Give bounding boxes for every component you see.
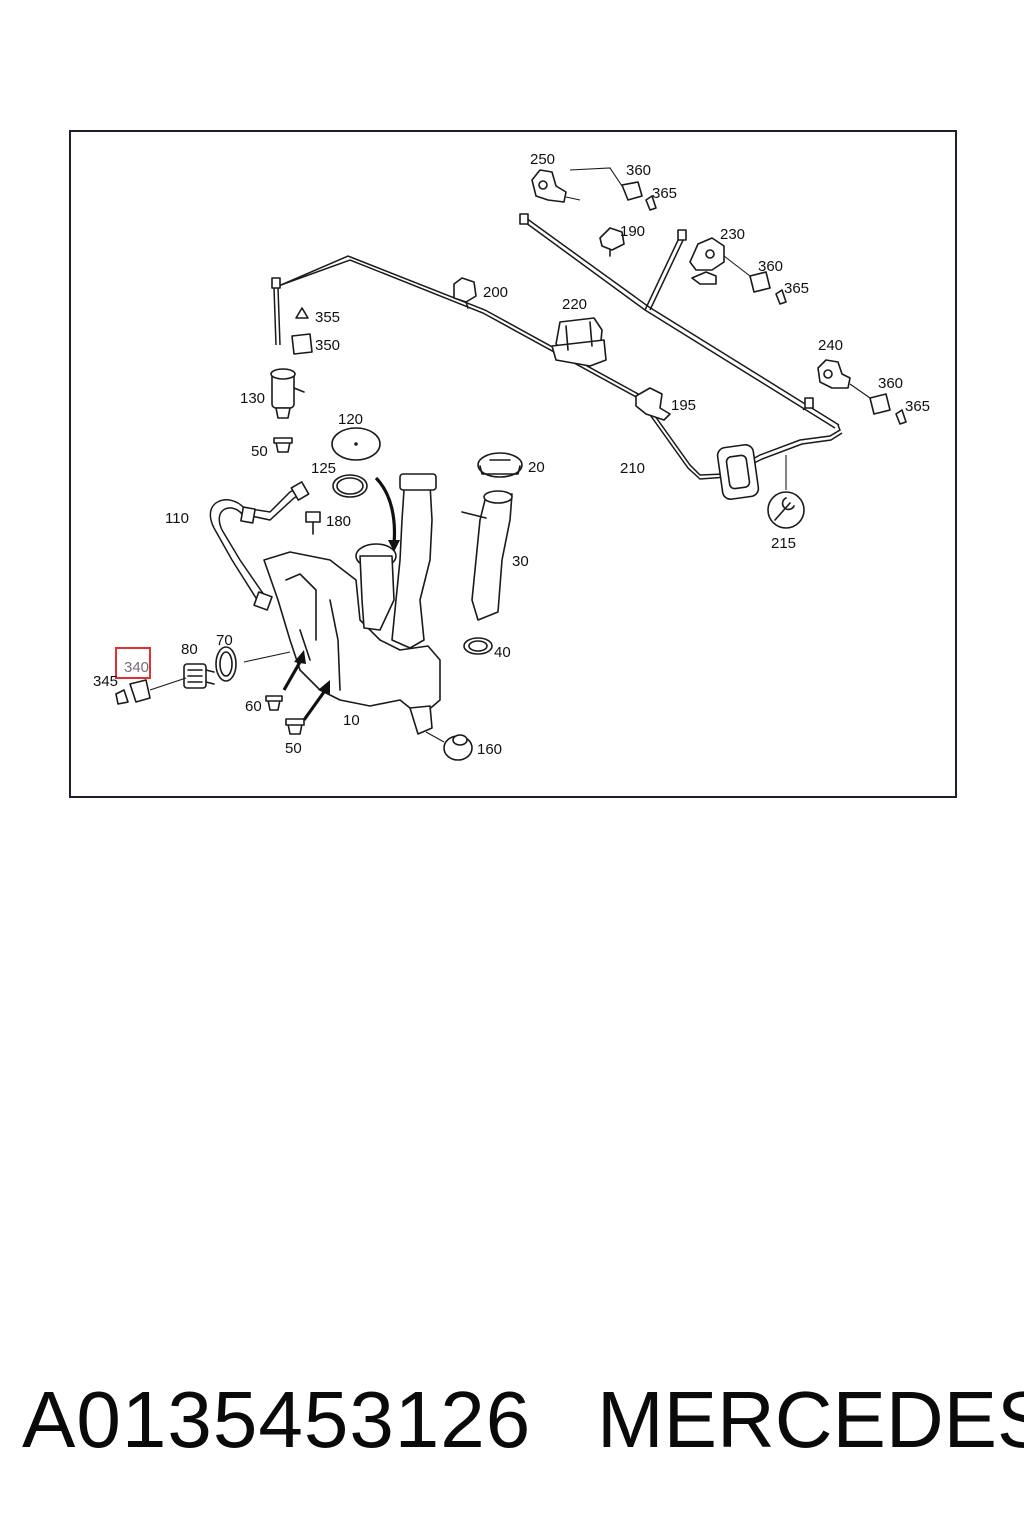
label-120: 120 xyxy=(338,411,363,428)
parts-diagram: 250 360 365 190 230 360 365 200 220 355 … xyxy=(93,151,930,761)
label-10: 10 xyxy=(343,712,360,729)
label-230: 230 xyxy=(720,226,745,243)
label-190: 190 xyxy=(620,223,645,240)
label-220: 220 xyxy=(562,296,587,313)
plug-50-lower xyxy=(285,718,305,735)
label-340: 340 xyxy=(124,659,149,676)
label-20: 20 xyxy=(528,459,545,476)
label-215: 215 xyxy=(771,535,796,552)
hose-110 xyxy=(209,481,310,611)
clip-190 xyxy=(599,227,625,257)
check-valve-355-350 xyxy=(291,307,313,355)
check-valve-360-a xyxy=(621,181,657,211)
seal-ring-125 xyxy=(332,474,368,498)
label-50: 50 xyxy=(251,443,268,460)
label-125: 125 xyxy=(311,460,336,477)
caption: A0135453126 MERCEDES xyxy=(0,1370,1024,1470)
nozzle-240 xyxy=(817,359,871,399)
nozzle-230 xyxy=(689,237,751,285)
label-355: 355 xyxy=(315,309,340,326)
label-60: 60 xyxy=(245,698,262,715)
brand-name: MERCEDES xyxy=(597,1375,1024,1464)
label-360: 360 xyxy=(626,162,651,179)
tool-symbol-215 xyxy=(767,455,805,529)
label-365: 365 xyxy=(905,398,930,415)
label-240: 240 xyxy=(818,337,843,354)
mount-160 xyxy=(425,731,473,761)
plug-60 xyxy=(265,695,283,711)
plug-50-upper xyxy=(273,437,293,453)
label-365: 365 xyxy=(652,185,677,202)
clip-200 xyxy=(453,277,477,309)
label-200: 200 xyxy=(483,284,508,301)
label-80: 80 xyxy=(181,641,198,658)
level-sensor-80 xyxy=(183,663,215,689)
label-160: 160 xyxy=(477,741,502,758)
label-350: 350 xyxy=(315,337,340,354)
label-110: 110 xyxy=(165,510,189,527)
label-360: 360 xyxy=(878,375,903,392)
grommet-40 xyxy=(463,637,493,655)
grommet-210 xyxy=(716,443,760,501)
label-180: 180 xyxy=(326,513,351,530)
label-345: 345 xyxy=(93,673,118,690)
bracket-220 xyxy=(551,317,607,367)
label-40: 40 xyxy=(494,644,511,661)
highlight-box-340 xyxy=(115,647,151,679)
part-labels: 250 360 365 190 230 360 365 200 220 355 … xyxy=(93,151,930,758)
diagram-frame xyxy=(69,130,957,798)
label-365: 365 xyxy=(784,280,809,297)
check-valve-360-c xyxy=(869,393,907,425)
part-345-340 xyxy=(115,677,187,705)
reservoir-10 xyxy=(263,473,441,735)
clip-195 xyxy=(635,387,671,421)
label-30: 30 xyxy=(512,553,529,570)
washer-hose-line-210 xyxy=(271,213,843,480)
washer-pump-130 xyxy=(270,368,305,419)
label-210: 210 xyxy=(620,460,645,477)
filler-neck-30 xyxy=(461,490,513,621)
nozzle-250 xyxy=(531,167,623,203)
label-360: 360 xyxy=(758,258,783,275)
check-valve-360-b xyxy=(749,271,787,305)
label-250: 250 xyxy=(530,151,555,168)
label-130: 130 xyxy=(240,390,265,407)
filler-cap-20 xyxy=(477,452,523,478)
cap-120 xyxy=(331,427,381,461)
seal-ring-70 xyxy=(215,646,237,682)
assembly-arrows xyxy=(282,476,400,721)
label-195: 195 xyxy=(671,397,696,414)
label-50: 50 xyxy=(285,740,302,757)
part-number: A0135453126 xyxy=(22,1375,532,1464)
bolt-180 xyxy=(305,511,321,535)
label-70: 70 xyxy=(216,632,233,649)
